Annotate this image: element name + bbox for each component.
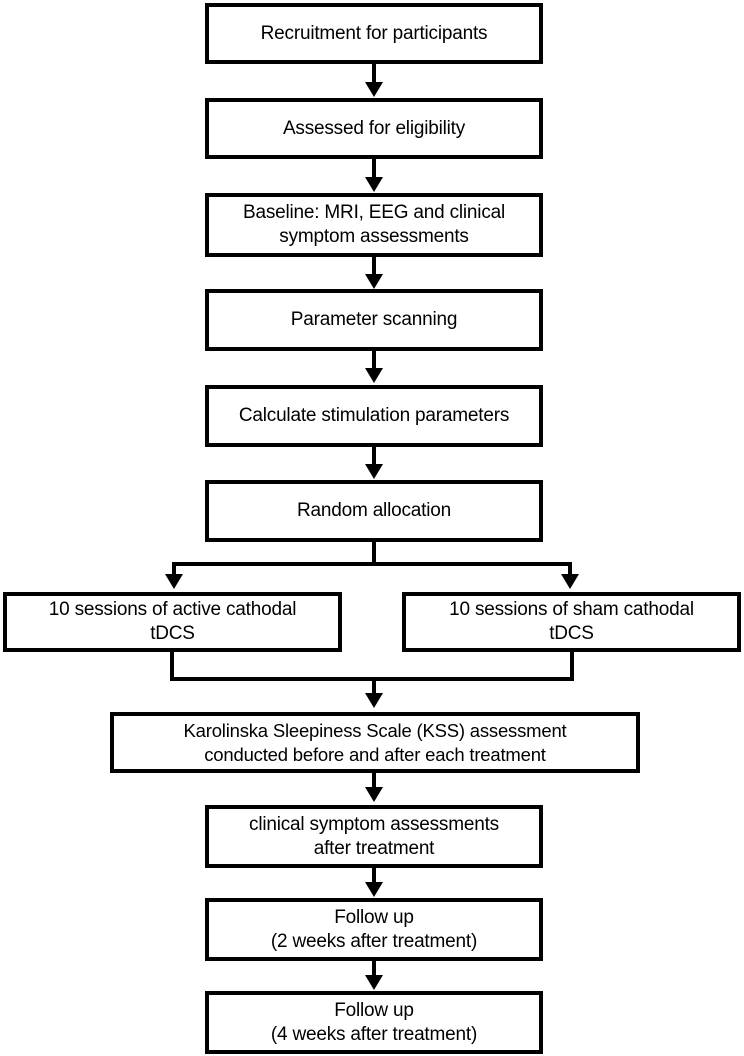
arrowhead-followup-2w-to-4w [365,975,383,990]
arrowhead-parameter-scanning-to-calculate [365,368,383,383]
node-random-allocation: Random allocation [205,480,543,542]
connector-merge-left-drop [170,652,174,681]
node-clinical-assessments-after-treatment: clinical symptom assessments after treat… [205,805,543,868]
node-followup-4-weeks: Follow up (4 weeks after treatment) [205,991,543,1054]
node-arm-sham-cathodal-tdcs: 10 sessions of sham cathodal tDCS [402,592,741,652]
connector-merge-stem [372,677,376,695]
connector-calculate-to-random-allocation [372,447,376,467]
connector-merge-right-drop [570,652,574,681]
arrowhead-eligibility-to-baseline [365,177,383,192]
arrowhead-recruitment-to-eligibility [365,82,383,97]
node-parameter-scanning: Parameter scanning [205,289,543,351]
connector-split-bar [172,562,572,566]
node-arm-active-cathodal-tdcs: 10 sessions of active cathodal tDCS [3,592,342,652]
node-kss-assessment: Karolinska Sleepiness Scale (KSS) assess… [110,712,640,773]
connector-split-stem [372,542,376,566]
arrowhead-split-to-arm-active [165,574,183,589]
node-eligibility: Assessed for eligibility [205,98,543,159]
connector-eligibility-to-baseline [372,159,376,181]
arrowhead-clinical-to-followup-2w [365,882,383,897]
arrowhead-split-to-arm-sham [561,574,579,589]
arrowhead-kss-to-clinical-after [365,787,383,802]
connector-kss-to-clinical-after [372,773,376,789]
arrowhead-baseline-to-parameter-scanning [365,274,383,289]
connector-followup-2w-to-4w [372,961,376,977]
node-baseline: Baseline: MRI, EEG and clinical symptom … [205,193,543,257]
connector-split-left-drop [172,562,176,576]
connector-parameter-scanning-to-calculate [372,351,376,371]
connector-split-right-drop [568,562,572,576]
connector-recruitment-to-eligibility [372,64,376,86]
node-calculate-parameters: Calculate stimulation parameters [205,385,543,447]
node-recruitment: Recruitment for participants [205,3,543,64]
arrowhead-calculate-to-random-allocation [365,464,383,479]
connector-baseline-to-parameter-scanning [372,257,376,278]
connector-clinical-to-followup-2w [372,868,376,884]
arrowhead-merge-to-kss [365,693,383,708]
node-followup-2-weeks: Follow up (2 weeks after treatment) [205,898,543,961]
